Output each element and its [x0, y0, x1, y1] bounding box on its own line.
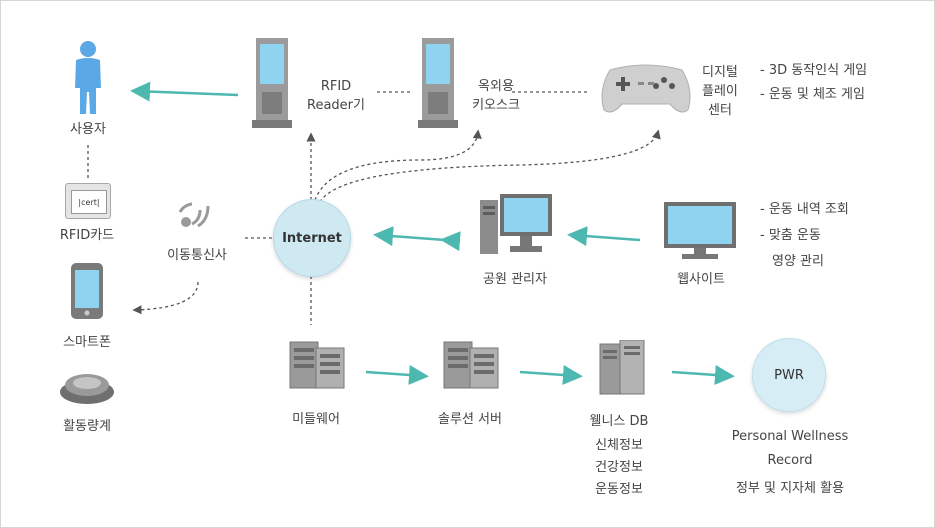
arrow-mid-solution [365, 364, 429, 385]
rfid-reader-icon [252, 38, 292, 128]
label-mobile-carrier: 이동통신사 [167, 248, 227, 263]
label-solution-server: 솔루션 서버 [438, 412, 502, 427]
db-item-body: 신체정보 [595, 438, 643, 453]
label-rfid-card: RFID카드 [59, 228, 115, 243]
middleware-server-icon [289, 341, 345, 389]
label-park-admin: 공원 관리자 [483, 272, 547, 287]
label-middleware: 미들웨어 [292, 412, 340, 427]
label-wellness-db: 웰니스 DB [589, 414, 649, 429]
arrow-solution-db [519, 364, 583, 385]
label-pwr-1: Personal Wellness [731, 429, 849, 444]
db-server-icon [599, 340, 645, 395]
label-pwr-2: Record [767, 453, 813, 468]
label-digital-3: 센터 [708, 103, 732, 118]
note-website-3: 영양 관리 [772, 254, 824, 269]
solution-server-icon [443, 341, 499, 389]
arrow-reader-to-user [130, 81, 239, 102]
note-website-1: - 운동 내역 조회 [760, 202, 849, 217]
label-pwr-3: 정부 및 지자체 활용 [735, 481, 845, 496]
db-item-exercise: 운동정보 [595, 482, 643, 497]
game-controller-icon [601, 64, 691, 113]
label-user: 사용자 [70, 122, 106, 137]
user-icon [75, 41, 101, 114]
card-text: |cert| [71, 190, 107, 214]
label-kiosk-1: 옥외용 [478, 79, 514, 94]
smartphone-icon [71, 263, 103, 319]
note-website-2: - 맞춤 운동 [760, 228, 821, 243]
label-rfid-reader-1: RFID [320, 79, 352, 94]
db-item-health: 건강정보 [595, 460, 643, 475]
kiosk-icon [418, 38, 458, 128]
label-website: 웹사이트 [677, 272, 725, 287]
label-smartphone: 스마트폰 [63, 335, 111, 350]
dash-internet-digital [319, 129, 661, 203]
dash-carrier-phone [132, 281, 199, 315]
rfid-card-icon: |cert| [65, 183, 111, 219]
label-activity-meter: 활동량계 [63, 419, 111, 434]
arrow-internet-park [373, 226, 461, 252]
label-kiosk-2: 키오스크 [472, 98, 520, 113]
internet-bubble: Internet [273, 199, 351, 277]
label-rfid-reader-2: Reader기 [307, 98, 365, 113]
signal-icon [178, 202, 210, 228]
admin-pc-icon [480, 194, 552, 254]
label-digital-2: 플레이 [702, 84, 738, 99]
note-digital-1: - 3D 동작인식 게임 [760, 63, 868, 78]
label-digital-1: 디지털 [702, 65, 738, 80]
website-monitor-icon [664, 202, 736, 259]
pwr-bubble: PWR [752, 338, 826, 412]
arrow-db-pwr [671, 364, 735, 385]
note-digital-2: - 운동 및 체조 게임 [760, 87, 865, 102]
arrow-park-website [567, 226, 641, 247]
dash-internet-kiosk [314, 129, 482, 201]
activity-meter-icon [60, 374, 114, 404]
